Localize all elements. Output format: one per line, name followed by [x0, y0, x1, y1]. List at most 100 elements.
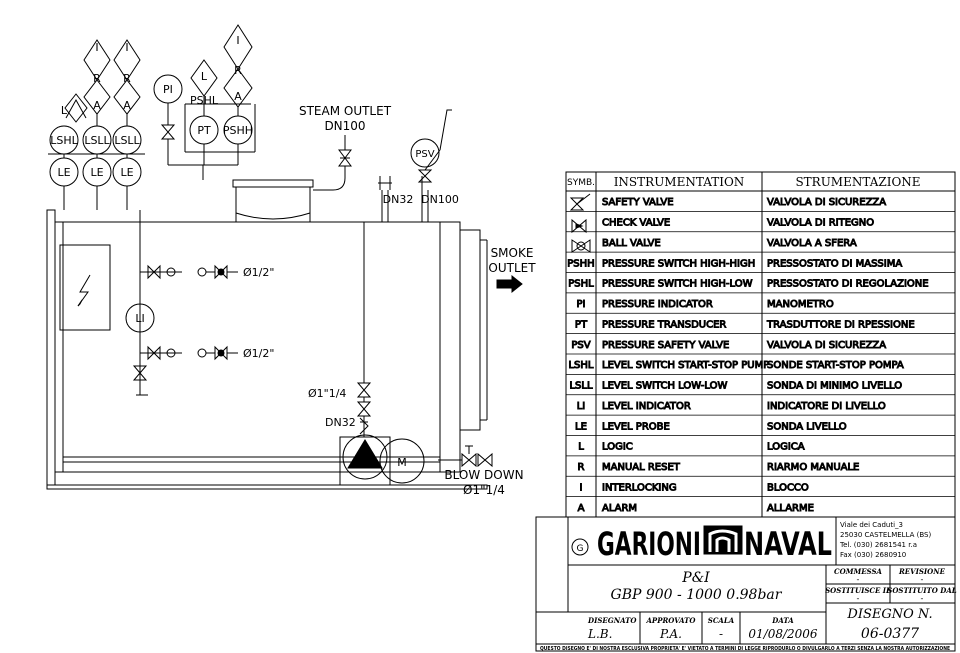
- legend-symbol: LSLL: [569, 381, 592, 392]
- legend-english: LEVEL SWITCH LOW-LOW: [602, 381, 727, 392]
- svg-text:DN100: DN100: [324, 119, 365, 133]
- legend-symbol: PT: [575, 319, 588, 330]
- legend-symbol: LE: [575, 421, 587, 432]
- legend-english: SAFETY VALVE: [602, 197, 674, 208]
- svg-text:-: -: [921, 575, 924, 584]
- steam-outlet-line: [313, 135, 352, 191]
- svg-text:Ø1"1/4: Ø1"1/4: [308, 387, 346, 400]
- svg-text:Fax (030) 2680910: Fax (030) 2680910: [840, 551, 906, 559]
- svg-text:Ø1"1/4: Ø1"1/4: [463, 483, 505, 497]
- legend-symbol: PSHH: [567, 258, 594, 269]
- legend-italian: SONDA DI MINIMO LIVELLO: [767, 381, 902, 392]
- tag-lsll-1: LSLL: [84, 134, 110, 147]
- svg-text:-: -: [921, 594, 924, 603]
- legend-italian: TRASDUTTORE DI RPESSIONE: [766, 319, 915, 330]
- legend-english: PRESSURE SWITCH HIGH-LOW: [602, 279, 753, 290]
- tag-pshh: PSHH: [223, 124, 253, 137]
- drawing-number: 06-0377: [861, 626, 919, 642]
- svg-text:STEAM OUTLET: STEAM OUTLET: [299, 104, 392, 118]
- legend-symbol: LI: [577, 401, 586, 412]
- legend-english: MANUAL RESET: [602, 462, 681, 473]
- svg-text:M: M: [397, 456, 407, 469]
- svg-text:APPROVATO: APPROVATO: [646, 616, 697, 625]
- svg-text:-: -: [857, 575, 860, 584]
- legend-italian: PRESSOSTATO DI REGOLAZIONE: [767, 279, 929, 290]
- legend-italian: PRESSOSTATO DI MASSIMA: [767, 258, 902, 269]
- svg-text:I: I: [125, 41, 128, 54]
- feed-pump: [339, 434, 425, 486]
- svg-text:SOSTITUITO DAL: SOSTITUITO DAL: [887, 586, 957, 595]
- legend-english: LEVEL PROBE: [602, 421, 670, 432]
- tag-lsll-2: LSLL: [114, 134, 140, 147]
- legend-english: PRESSURE SWITCH HIGH-HIGH: [602, 258, 755, 269]
- legend-italian: VALVOLA DI SICUREZZA: [767, 340, 886, 351]
- svg-text:L: L: [61, 104, 68, 117]
- svg-text:SYMB.: SYMB.: [567, 178, 595, 188]
- svg-text:BLOW DOWN: BLOW DOWN: [444, 468, 523, 482]
- svg-text:SMOKE: SMOKE: [491, 246, 534, 260]
- tag-pi: PI: [163, 83, 173, 96]
- legend-italian: VALVOLA DI RITEGNO: [767, 218, 874, 229]
- legend-symbol: PSV: [571, 340, 590, 351]
- svg-text:DISEGNATO: DISEGNATO: [587, 616, 637, 625]
- svg-text:SOSTITUISCE IL: SOSTITUISCE IL: [825, 586, 891, 595]
- legend-english: PRESSURE INDICATOR: [602, 299, 713, 310]
- instrument-loop-lsll-1: [82, 39, 112, 210]
- legend-symbol: PI: [577, 299, 586, 310]
- svg-text:01/08/2006: 01/08/2006: [748, 627, 818, 641]
- svg-text:Viale dei Caduti_3: Viale dei Caduti_3: [840, 521, 903, 529]
- svg-text:LE: LE: [90, 166, 103, 179]
- legend-italian: VALVOLA A SFERA: [767, 238, 857, 249]
- svg-text:COMMESSA: COMMESSA: [834, 567, 882, 576]
- ball-valve-symbol: [571, 239, 591, 253]
- blow-down: [438, 445, 493, 468]
- legend-english: CHECK VALVE: [602, 218, 670, 229]
- legend-english: LEVEL SWITCH START-STOP PUMP: [602, 360, 769, 371]
- legend-english: BALL VALVE: [602, 238, 661, 249]
- feed-line: [356, 222, 372, 437]
- smoke-arrow: [496, 274, 523, 294]
- svg-text:G: G: [577, 544, 584, 554]
- svg-text:STRUMENTAZIONE: STRUMENTAZIONE: [795, 175, 920, 189]
- drawing-subtitle: GBP 900 - 1000 0.98bar: [611, 587, 783, 603]
- svg-text:Ø1/2": Ø1/2": [243, 347, 274, 360]
- svg-text:DISEGNO N.: DISEGNO N.: [846, 607, 932, 622]
- svg-text:A: A: [234, 90, 242, 103]
- legend-italian: INDICATORE DI LIVELLO: [767, 401, 886, 412]
- titleblock-text: G GARIONI NAVAL Viale dei Caduti_3 25030…: [540, 521, 957, 652]
- svg-text:A: A: [93, 99, 101, 112]
- legend-english: ALARM: [602, 503, 637, 514]
- legend-italian: MANOMETRO: [767, 299, 834, 310]
- svg-text:DN32: DN32: [383, 193, 414, 206]
- tag-pt: PT: [197, 124, 211, 137]
- svg-text:R: R: [234, 64, 242, 77]
- drawing-title: P&I: [681, 570, 710, 586]
- svg-text:LE: LE: [120, 166, 133, 179]
- legend-italian: VALVOLA DI SICUREZZA: [767, 197, 886, 208]
- svg-text:L.B.: L.B.: [587, 627, 612, 641]
- safety-valve-symbol: [569, 193, 591, 211]
- legend-symbol: I: [580, 482, 583, 493]
- svg-text:-: -: [857, 594, 860, 603]
- svg-text:INSTRUMENTATION: INSTRUMENTATION: [614, 175, 745, 189]
- tag-lshl: LSHL: [50, 134, 78, 147]
- level-column: [125, 210, 238, 396]
- titleblock-grid: [535, 516, 956, 652]
- svg-text:DATA: DATA: [771, 616, 794, 625]
- svg-text:I: I: [236, 34, 239, 47]
- svg-text:Tel. (030) 2681541 r.a: Tel. (030) 2681541 r.a: [839, 541, 917, 549]
- svg-text:DN100: DN100: [421, 193, 459, 206]
- legend-italian: ALLARME: [767, 503, 814, 514]
- svg-text:REVISIONE: REVISIONE: [898, 567, 946, 576]
- legend-symbol: R: [578, 462, 585, 473]
- svg-text:I: I: [95, 41, 98, 54]
- svg-text:PSV: PSV: [415, 149, 434, 160]
- instrument-pshh: [185, 24, 253, 165]
- logo-garioni: GARIONI: [597, 525, 701, 563]
- svg-text:Ø1/2": Ø1/2": [243, 266, 274, 279]
- svg-text:SCALA: SCALA: [708, 616, 735, 625]
- instrument-pshl: [189, 59, 219, 165]
- steam-dome: [232, 179, 314, 222]
- tag-li: LI: [135, 312, 144, 325]
